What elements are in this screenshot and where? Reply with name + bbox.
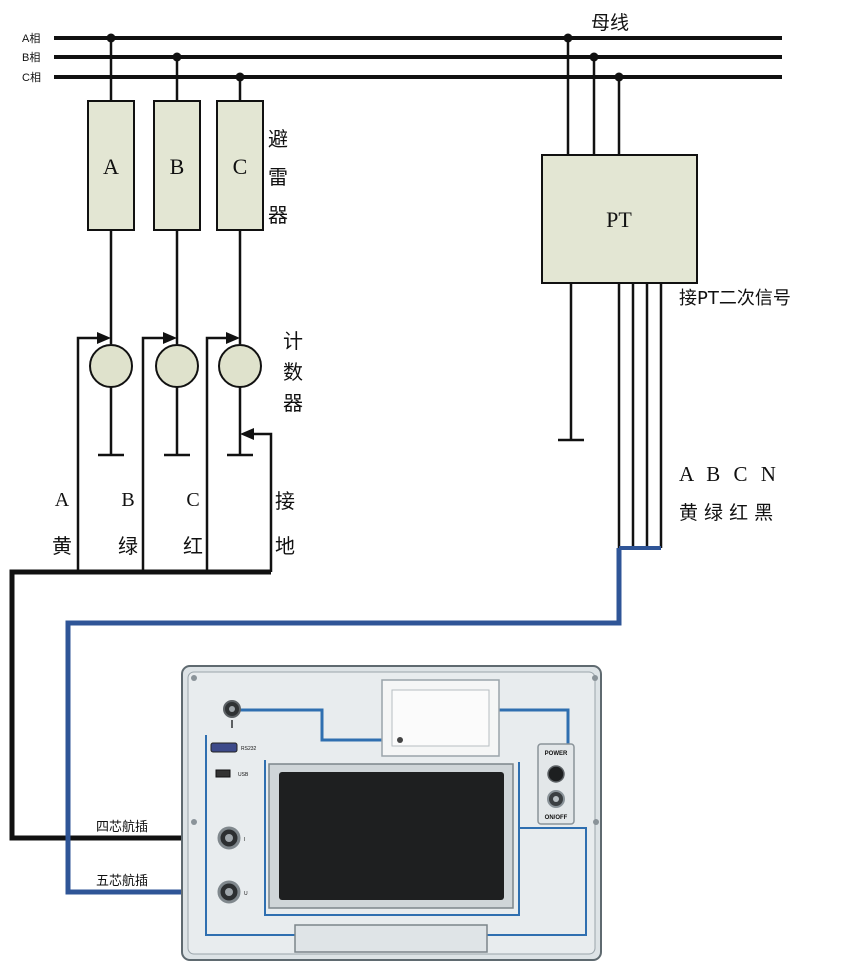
pt-secondary-label: 接PT二次信号 xyxy=(679,288,791,309)
bus-junction-dot xyxy=(235,72,245,82)
screw-icon xyxy=(191,819,197,825)
counter-title-char: 数 xyxy=(283,360,303,384)
power-label: POWER xyxy=(545,751,568,757)
four-core-cable xyxy=(9,569,271,841)
arrester-title-char: 器 xyxy=(268,203,288,227)
panel-trim xyxy=(240,708,384,742)
screw-icon xyxy=(191,675,197,681)
bus-junction-dot xyxy=(614,72,624,82)
arrow-icon xyxy=(240,428,254,440)
screw-icon xyxy=(592,675,598,681)
onoff-label: ON/OFF xyxy=(545,815,568,821)
socket-4pin-label: 四芯航插 xyxy=(96,819,148,835)
lead-ground-label: 接 xyxy=(275,489,295,513)
lead-ground-wire xyxy=(252,432,273,572)
screw-icon xyxy=(593,819,599,825)
arrow-icon xyxy=(97,332,111,344)
lead-a-color: 黄 xyxy=(52,534,72,558)
panel-trim xyxy=(498,708,570,744)
lead-c-letter: C xyxy=(186,489,199,511)
pt-branch: PT 接PT二次信号 A B C N 黄 绿 红 黑 xyxy=(65,33,791,895)
bus-label-a: A相 xyxy=(22,32,40,45)
arrester-c xyxy=(216,100,264,231)
bus-junction-dot xyxy=(106,33,116,43)
arrester-c-label: C xyxy=(233,154,248,179)
bus-label-c: C相 xyxy=(22,71,41,84)
power-panel xyxy=(537,743,575,825)
test-instrument: RS232 USB I U POWER ON/OFF xyxy=(181,665,602,961)
bottom-tray xyxy=(294,924,488,953)
bus-label-b: B相 xyxy=(22,51,40,64)
pt-transformer xyxy=(541,154,698,284)
rs232-port[interactable] xyxy=(210,742,238,753)
arrester-b xyxy=(153,100,201,231)
pt-phase-colors: 黄 绿 红 黑 xyxy=(679,502,773,524)
lead-b-wire xyxy=(141,336,166,572)
socket-5pin-mark: U xyxy=(244,891,248,897)
bus-junction-dot xyxy=(589,52,599,62)
bus-junction-dot xyxy=(563,33,573,43)
arrester-title-char: 雷 xyxy=(268,165,288,189)
lead-a-wire xyxy=(76,336,100,572)
bus-title: 母线 xyxy=(591,12,629,34)
rs232-label: RS232 xyxy=(241,746,257,752)
arrester-a xyxy=(87,100,135,231)
arrester-b-label: B xyxy=(170,154,185,179)
power-button[interactable] xyxy=(547,765,565,783)
counter-c xyxy=(218,344,262,388)
lead-ground-label: 地 xyxy=(275,534,295,558)
busbar-group: A相 B相 C相 母线 xyxy=(22,12,782,84)
arrester-branches: A B C 避 雷 器 计 数 器 A 黄 B xyxy=(9,33,303,841)
pt-label: PT xyxy=(606,207,632,232)
usb-port[interactable] xyxy=(215,769,231,778)
lead-c-wire xyxy=(205,336,229,572)
counter-a xyxy=(89,344,133,388)
usb-label: USB xyxy=(238,772,249,778)
counter-title-char: 计 xyxy=(283,329,303,353)
lead-c-color: 红 xyxy=(183,534,203,558)
printer-feed-icon[interactable] xyxy=(397,737,403,743)
arrow-icon xyxy=(226,332,240,344)
lead-b-color: 绿 xyxy=(118,534,138,558)
lead-b-letter: B xyxy=(121,489,134,511)
arrow-icon xyxy=(163,332,177,344)
lead-a-letter: A xyxy=(55,489,70,511)
arrester-a-label: A xyxy=(103,154,119,179)
panel-trim xyxy=(264,760,520,916)
counter-title-char: 器 xyxy=(283,391,303,415)
bus-junction-dot xyxy=(172,52,182,62)
printer-slot xyxy=(391,689,490,747)
display-screen[interactable] xyxy=(279,772,504,900)
five-core-cable xyxy=(65,548,622,895)
counter-b xyxy=(155,344,199,388)
socket-5pin-label: 五芯航插 xyxy=(96,873,148,889)
socket-4pin-mark: I xyxy=(244,837,245,843)
arrester-title-char: 避 xyxy=(268,127,288,151)
pt-phase-letters: A B C N xyxy=(679,462,780,486)
